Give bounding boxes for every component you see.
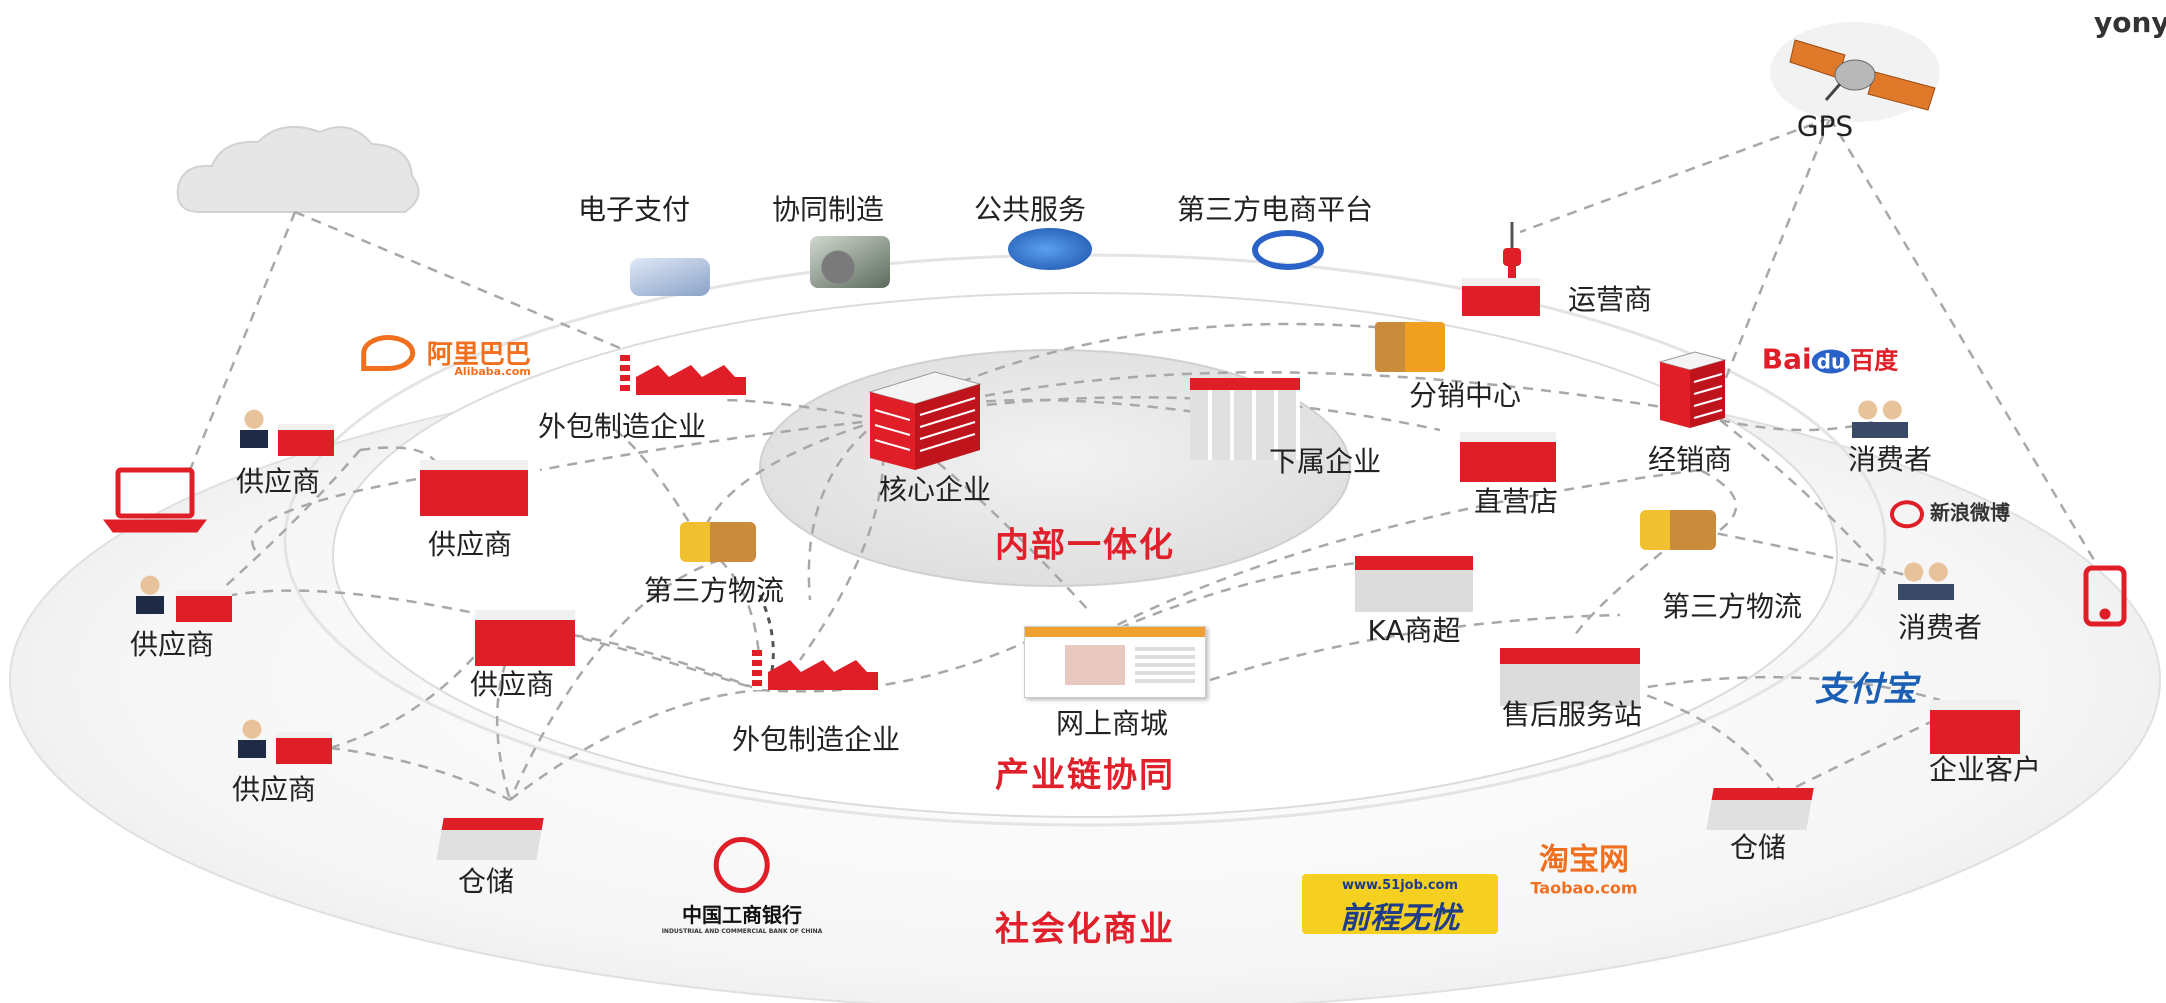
direct-store-label: 直营店 (1473, 485, 1559, 518)
alibaba-logo: 阿里巴巴 Alibaba.com (361, 334, 531, 378)
truck-icon (680, 522, 756, 562)
outsource-manufacturer-label: 外包制造企业 (537, 410, 707, 443)
consumer-icon (1898, 560, 1954, 600)
paw-icon: du (1811, 349, 1851, 374)
truck-icon (1640, 510, 1716, 550)
consumer-icon (1852, 398, 1908, 438)
corner-brand-text: yony (2094, 6, 2166, 39)
dealer-building (1658, 351, 1727, 428)
warehouse-icon (436, 818, 544, 860)
after-sales-station-label: 售后服务站 (1501, 698, 1643, 731)
warehouse-label: 仓储 (457, 865, 515, 898)
distribution-center-label: 分销中心 (1408, 379, 1522, 412)
phone-icon (2083, 565, 2127, 627)
service-label-manufacturing: 协同制造 (771, 193, 885, 226)
supplier-label: 供应商 (231, 773, 317, 806)
building-icon (1190, 378, 1300, 460)
consumer-label: 消费者 (1897, 611, 1983, 644)
person-icon (238, 718, 266, 758)
building-icon (278, 424, 334, 456)
warehouse-icon (1706, 788, 1814, 830)
building-icon (1500, 648, 1640, 706)
supplier-label: 供应商 (427, 528, 513, 561)
dealer-label: 经销商 (1647, 443, 1733, 476)
building-icon (420, 460, 528, 516)
icbc-emblem-icon (713, 837, 770, 893)
refresh-icon (1252, 230, 1324, 270)
satellite-icon (1770, 22, 1940, 122)
building-icon (276, 732, 332, 764)
subsidiary-label: 下属企业 (1268, 445, 1382, 478)
laptop-icon (103, 467, 207, 533)
zone-title-social-commerce: 社会化商业 (995, 909, 1175, 950)
alipay-logo: 支付宝 (1815, 669, 1917, 710)
operator-label: 运营商 (1567, 283, 1653, 316)
building-icon (1930, 700, 2020, 754)
weibo-icon (1890, 499, 1924, 528)
job51-logo: www.51job.com 前程无忧 (1302, 874, 1498, 936)
factory-icon (620, 355, 750, 397)
supplier-label: 供应商 (235, 465, 321, 498)
building-icon (1460, 432, 1556, 482)
card-reader-icon (630, 258, 710, 296)
person-icon (240, 408, 268, 448)
factory-icon (752, 650, 882, 692)
supplier-label: 供应商 (469, 668, 555, 701)
cloud-icon (176, 125, 420, 213)
consumer-label: 消费者 (1847, 443, 1933, 476)
zone-title-industry-chain: 产业链协同 (995, 755, 1175, 796)
outsource-manufacturer-label: 外包制造企业 (731, 723, 901, 756)
service-label-ecommerce: 第三方电商平台 (1176, 193, 1374, 226)
service-label-public: 公共服务 (973, 193, 1087, 226)
gps-label: GPS (1796, 109, 1854, 143)
logistics-label: 第三方物流 (1661, 590, 1803, 623)
ka-supermarket-label: KA商超 (1367, 614, 1461, 647)
web-page-icon (1024, 626, 1206, 698)
enterprise-customer-label: 企业客户 (1928, 753, 2042, 786)
building-icon (1462, 278, 1540, 316)
weibo-logo: 新浪微博 (1890, 496, 2010, 528)
service-label-payment: 电子支付 (577, 193, 691, 226)
logistics-label: 第三方物流 (643, 574, 785, 607)
tower-icon (1503, 222, 1521, 286)
taobao-logo: 淘宝网 Taobao.com (1530, 842, 1638, 898)
building-icon (1355, 556, 1473, 612)
online-mall-label: 网上商城 (1055, 707, 1169, 740)
person-icon (136, 574, 164, 614)
globe-icon (1008, 228, 1092, 270)
icbc-logo: 中国工商银行 INDUSTRIAL AND COMMERCIAL BANK OF… (662, 837, 822, 935)
core-enterprise-building (868, 371, 982, 470)
zone-title-internal: 内部一体化 (995, 525, 1175, 566)
supplier-label: 供应商 (129, 628, 215, 661)
building-icon (475, 610, 575, 666)
gear-icon (810, 236, 890, 288)
forklift-icon (1375, 322, 1445, 372)
warehouse-label: 仓储 (1729, 831, 1787, 864)
core-enterprise-label: 核心企业 (878, 473, 992, 506)
building-icon (176, 590, 232, 622)
